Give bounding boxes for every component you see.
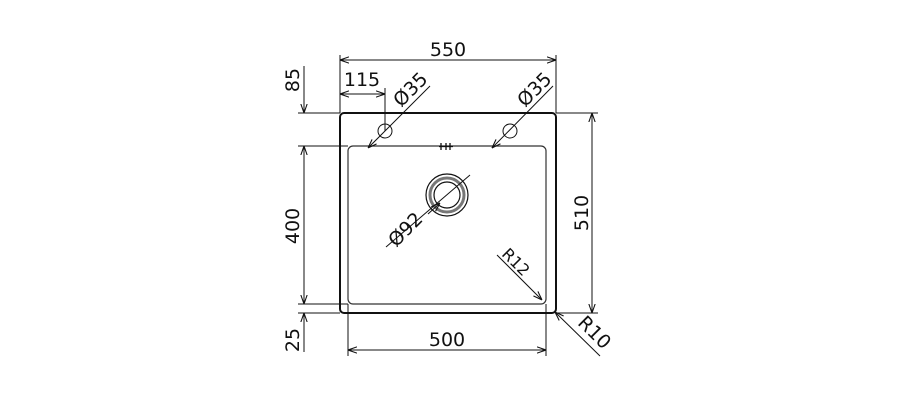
dimension-tap-offset: 115 — [340, 69, 386, 131]
bowl-depth-label: 400 — [282, 208, 304, 244]
tap-hole-right — [502, 123, 518, 139]
dimension-bowl-depth: 400 — [282, 145, 348, 305]
overall-width-label: 550 — [430, 39, 466, 61]
overflow-slot-icon — [439, 143, 453, 150]
inner-radius-label: R12 — [498, 244, 534, 280]
dimension-inner-radius: R12 — [496, 244, 542, 300]
bowl-width-label: 500 — [429, 329, 465, 351]
dimension-bottom-margin: 25 — [282, 312, 340, 352]
dimension-tap-hole-right: Ø35 — [492, 68, 556, 148]
bottom-margin-label: 25 — [282, 328, 304, 352]
dimension-overall-width: 550 — [339, 39, 557, 113]
top-margin-label: 85 — [282, 68, 304, 92]
sink-outline — [339, 112, 557, 314]
sink-outer-edge — [339, 112, 557, 314]
dimension-top-margin: 85 — [282, 66, 340, 114]
sink-bowl — [347, 145, 547, 305]
dimension-outer-radius: R10 — [555, 312, 615, 357]
dimension-bowl-width: 500 — [347, 304, 547, 356]
drain-icon — [425, 173, 469, 217]
tap-hole-left-label: Ø35 — [389, 68, 432, 111]
tap-hole-right-label: Ø35 — [513, 68, 556, 111]
overall-depth-label: 510 — [571, 195, 593, 231]
dimension-overall-depth: 510 — [556, 112, 598, 314]
outer-radius-label: R10 — [573, 312, 615, 354]
drain-diameter-label: Ø92 — [384, 208, 427, 251]
tap-offset-label: 115 — [344, 69, 380, 91]
